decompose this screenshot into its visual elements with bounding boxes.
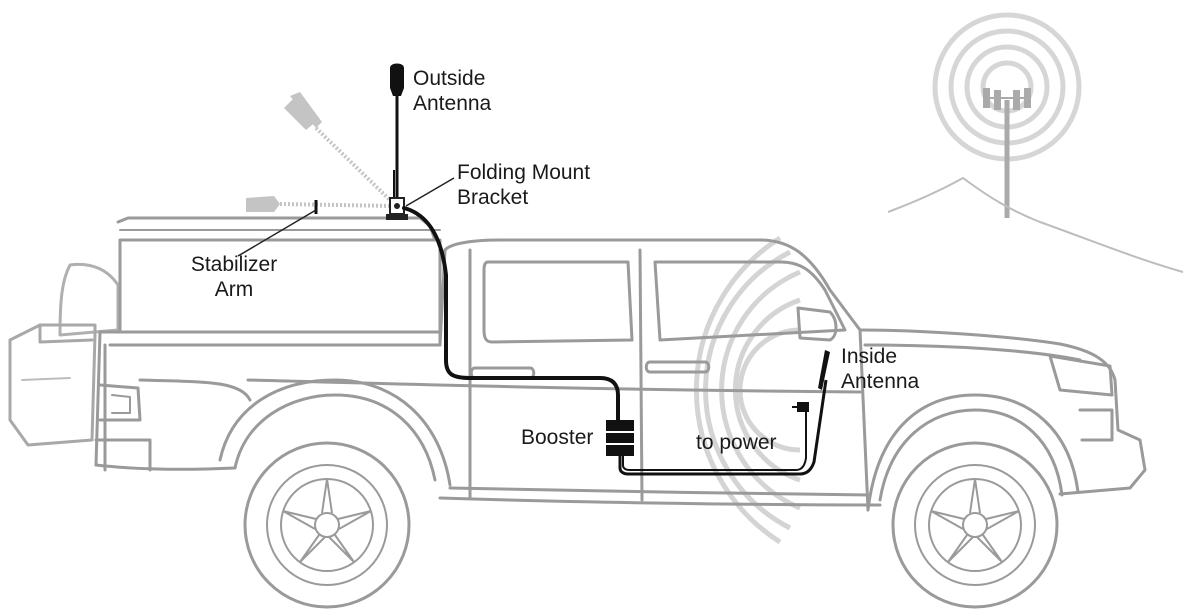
folding-mount-bracket-label: Folding Mount Bracket bbox=[457, 160, 590, 210]
outside-antenna-label-line2: Antenna bbox=[413, 92, 492, 115]
outside-antenna-label: Outside Antenna bbox=[413, 66, 491, 116]
stabilizer-arm-label-line1: Stabilizer bbox=[190, 253, 278, 276]
inside-antenna-icon bbox=[818, 350, 830, 390]
outside-antenna-label-line1: Outside bbox=[413, 67, 486, 90]
stabilizer-arm-label: Stabilizer Arm bbox=[182, 252, 286, 302]
inside-antenna-cable bbox=[618, 379, 828, 476]
booster-label: Booster bbox=[521, 426, 594, 449]
booster-unit-icon bbox=[606, 420, 634, 456]
folded-antenna-ghost bbox=[246, 92, 396, 212]
stabilizer-arm-label-line2: Arm bbox=[214, 278, 254, 301]
folding-mount-bracket-icon bbox=[386, 197, 408, 220]
to-power-label: to power bbox=[696, 431, 777, 454]
inside-antenna-label-line1: Inside bbox=[841, 345, 898, 368]
inside-antenna-label-line2: Antenna bbox=[841, 370, 920, 393]
folding-mount-bracket-label-line2: Bracket bbox=[457, 186, 529, 209]
leader-lines bbox=[237, 177, 455, 257]
inside-antenna-label: Inside Antenna bbox=[841, 344, 919, 394]
rear-wheel bbox=[243, 441, 411, 609]
front-wheel bbox=[891, 441, 1059, 609]
coax-cable bbox=[402, 206, 620, 422]
outside-antenna-icon bbox=[390, 63, 404, 200]
power-plug-icon bbox=[792, 402, 809, 412]
cell-tower-icon bbox=[887, 12, 1183, 273]
pickup-truck bbox=[8, 216, 1147, 512]
folding-mount-bracket-label-line1: Folding Mount bbox=[457, 161, 591, 184]
